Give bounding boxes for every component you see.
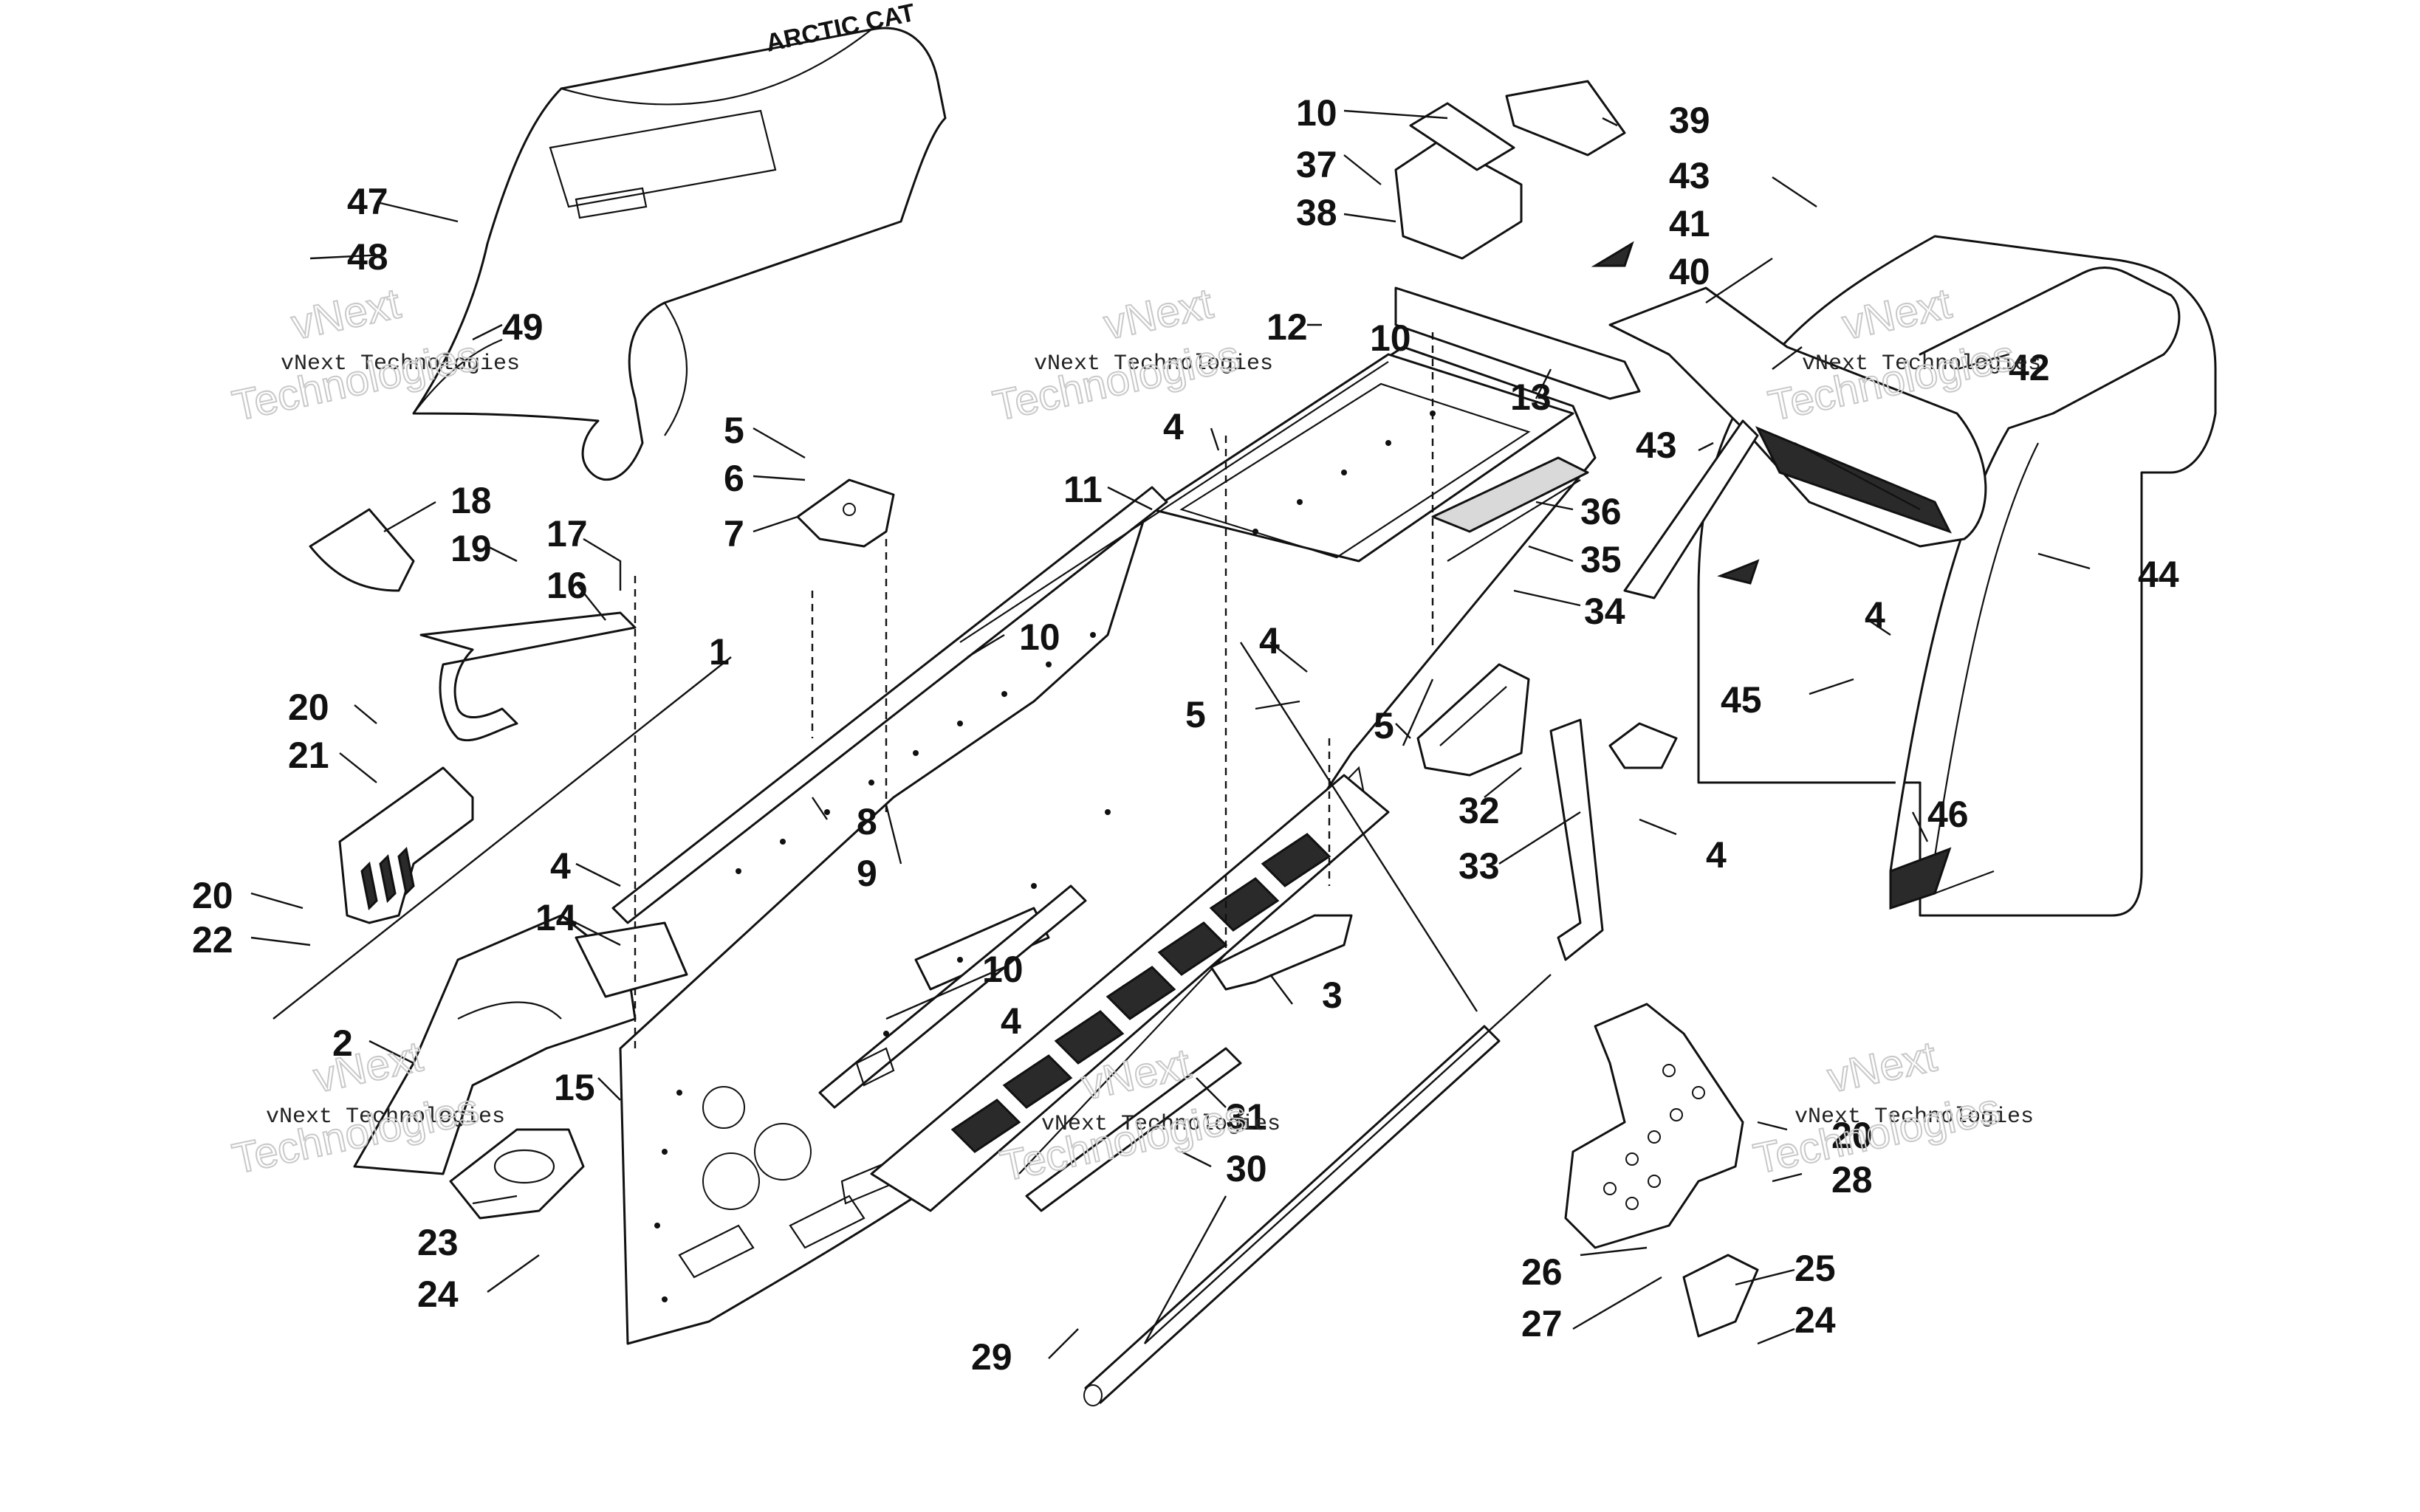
callout-24-b: 24 [1795,1299,1836,1341]
callout-4-b: 4 [1163,406,1184,447]
callout-30: 30 [1226,1148,1267,1189]
callout-43-a: 43 [1669,155,1710,196]
tunnel [611,346,1597,1345]
callout-40: 40 [1669,251,1710,292]
watermark-2: vNext vNext Technologies Technologies [988,278,1273,430]
rear-rod-30 [1083,1025,1501,1406]
leader-lines [250,109,2091,1359]
callout-1: 1 [709,631,730,673]
callout-35: 35 [1580,539,1622,580]
svg-text:vNext Technologies: vNext Technologies [1795,1104,2034,1130]
callout-34: 34 [1584,591,1625,632]
callout-46: 46 [1927,794,1969,835]
callout-39: 39 [1669,100,1710,141]
slide-31 [1025,1047,1242,1212]
callout-20-c: 20 [1831,1115,1873,1156]
callout-23: 23 [417,1222,459,1263]
arrows [1591,241,1760,585]
callout-44: 44 [2138,554,2179,595]
callout-22: 22 [192,919,233,961]
mud-flap-32 [1416,663,1530,777]
svg-text:Technologies: Technologies [1749,1085,2004,1183]
callout-37: 37 [1296,144,1337,185]
callout-31: 31 [1226,1096,1267,1138]
svg-text:vNext Technologies: vNext Technologies [1034,351,1273,377]
callout-5-c: 5 [1374,705,1394,746]
callout-28: 28 [1831,1159,1873,1200]
plate-13 [1394,286,1641,400]
cup-23 [449,1128,585,1220]
svg-text:vNext Technologies: vNext Technologies [1041,1112,1281,1137]
callout-20-b: 20 [192,875,233,916]
callout-5-a: 5 [724,410,744,451]
callout-17: 17 [546,513,588,554]
callout-8: 8 [857,801,877,842]
mount-bracket-7 [796,478,895,548]
tunnel-rivets [654,410,1436,1302]
svg-text:Technologies: Technologies [228,331,483,430]
callout-42: 42 [2009,347,2050,388]
callout-48: 48 [347,236,388,278]
bracket-38 [1394,80,1626,260]
callout-27: 27 [1521,1303,1563,1344]
svg-text:vNext: vNext [287,279,405,348]
callout-33: 33 [1458,845,1500,887]
bracket-3 [1210,914,1353,991]
callout-38: 38 [1296,192,1337,233]
callout-26: 26 [1521,1251,1563,1293]
callout-4-f: 4 [1865,594,1885,636]
callout-43-b: 43 [1636,425,1677,466]
callout-10-b: 10 [982,949,1024,990]
tunnel-vents [950,833,1331,1153]
svg-text:vNext Technologies: vNext Technologies [281,351,520,377]
svg-text:vNext Technologies: vNext Technologies [1802,351,2041,377]
callout-24-a: 24 [417,1274,459,1315]
callout-25: 25 [1795,1248,1836,1289]
callout-4-e: 4 [1706,834,1727,876]
callout-49: 49 [502,306,544,348]
watermark-6: vNext vNext Technologies Technologies [1749,1031,2034,1183]
callout-2: 2 [332,1023,353,1064]
callout-29: 29 [971,1336,1012,1378]
running-board [1564,1003,1759,1338]
seat: ARCTIC CAT [412,0,947,481]
callout-18: 18 [450,480,492,521]
callout-11: 11 [1063,469,1103,510]
callout-21: 21 [288,735,329,776]
callout-47: 47 [347,181,388,222]
callout-45: 45 [1721,679,1762,721]
callout-32: 32 [1458,790,1500,831]
callout-41: 41 [1669,203,1710,244]
callout-12: 12 [1266,306,1308,348]
callout-16: 16 [546,565,588,606]
dashed-lines [634,332,1434,1048]
callout-9: 9 [857,853,877,894]
tail-light [1608,286,1987,599]
front-bracket [353,914,688,1175]
callout-14: 14 [535,897,577,938]
callouts: 47 48 49 18 19 17 16 1 20 21 20 22 4 14 … [192,92,2179,1378]
callout-20-a: 20 [288,687,329,728]
callout-5-b: 5 [1185,694,1206,735]
callout-36: 36 [1580,491,1622,532]
vented-shield-21 [338,766,474,924]
callout-3: 3 [1322,975,1343,1016]
callout-10-a: 10 [1019,616,1060,658]
callout-15: 15 [554,1067,595,1108]
callout-13: 13 [1510,377,1552,418]
callout-4-c: 4 [1001,1000,1021,1042]
svg-text:vNext: vNext [1823,1032,1941,1102]
callout-4-d: 4 [1259,620,1280,662]
callout-19: 19 [450,528,492,569]
callout-4-a: 4 [550,845,571,887]
callout-7: 7 [724,513,744,554]
brace-16 [419,611,637,742]
heat-shield-18 [309,508,415,592]
strap-33 [1549,718,1678,961]
callout-10-c: 10 [1296,92,1337,134]
svg-text:vNext Technologies: vNext Technologies [266,1104,505,1130]
callout-6: 6 [724,458,744,499]
callout-10-d: 10 [1370,317,1411,359]
